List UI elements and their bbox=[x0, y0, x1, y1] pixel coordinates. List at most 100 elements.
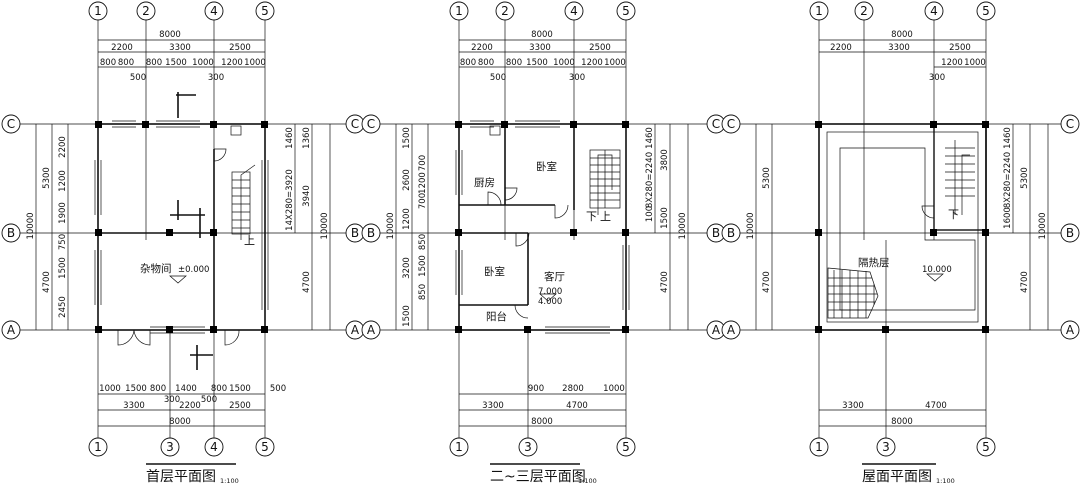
dimension-label: 800 bbox=[118, 58, 134, 68]
dimension-label: 1500 bbox=[125, 384, 147, 394]
room-label: 厨房 bbox=[474, 176, 495, 189]
axis-label: 5 bbox=[622, 440, 630, 454]
dimension-label: 2800 bbox=[562, 384, 584, 394]
axis-label: 1 bbox=[94, 4, 102, 18]
dimension-label: 5300 bbox=[1020, 167, 1030, 189]
dimension-label: 300 bbox=[929, 73, 945, 83]
stair-mark: 下 bbox=[586, 210, 597, 223]
dimension-label: 3300 bbox=[842, 401, 864, 411]
dimension-label: 4700 bbox=[1020, 271, 1030, 293]
dimension-label: 800 bbox=[506, 58, 522, 68]
axis-label: C bbox=[351, 117, 359, 131]
dimension-label: 8000 bbox=[531, 30, 553, 40]
dimension-label: 1500 bbox=[165, 58, 187, 68]
dimension-label: 700 bbox=[418, 193, 428, 209]
dimension-label: 800 bbox=[478, 58, 494, 68]
insulation-hatch bbox=[827, 267, 879, 319]
axis-label: 5 bbox=[261, 440, 269, 454]
dimension-label: 1000 bbox=[603, 384, 625, 394]
dimension-label: 1000 bbox=[964, 58, 986, 68]
dimension-label: 1500 bbox=[526, 58, 548, 68]
axis-label: A bbox=[1066, 323, 1075, 337]
plan-second-third-floor: 1 2 4 5 1 3 5 C B A C B A 8000 2200 3300… bbox=[361, 1, 726, 485]
dimension-label: 1000 bbox=[604, 58, 626, 68]
room-label: 隔热层 bbox=[858, 256, 890, 269]
dimension-label: 10000 bbox=[746, 212, 756, 239]
dimension-label: 1000 bbox=[553, 58, 575, 68]
dimension-label: 3300 bbox=[123, 401, 145, 411]
axis-label: B bbox=[712, 226, 720, 240]
dimension-label: 8000 bbox=[891, 30, 913, 40]
dimension-label: 3300 bbox=[482, 401, 504, 411]
dimension-label: 800 bbox=[146, 58, 162, 68]
dimension-label: 5300 bbox=[762, 167, 772, 189]
plan-scale: 1:100 bbox=[936, 477, 955, 485]
dimension-label: 1200 bbox=[581, 58, 603, 68]
dimension-label: 4700 bbox=[302, 271, 312, 293]
dimension-label: 900 bbox=[528, 384, 544, 394]
axis-label: B bbox=[1066, 226, 1074, 240]
stair-up-mark: 上 bbox=[244, 234, 255, 247]
dimension-label: 1460 bbox=[645, 127, 655, 149]
dimension-label: 10000 bbox=[320, 212, 330, 239]
dimension-label: 1900 bbox=[58, 202, 68, 224]
dimension-label: 2450 bbox=[58, 296, 68, 318]
axis-label: 4 bbox=[570, 4, 578, 18]
dimension-label: 3940 bbox=[302, 185, 312, 207]
dimension-label: 700 bbox=[418, 155, 428, 171]
axis-label: B bbox=[7, 226, 15, 240]
axis-label: B bbox=[727, 226, 735, 240]
room-label: 阳台 bbox=[486, 310, 507, 323]
axis-label: 1 bbox=[455, 440, 463, 454]
dimension-label: 1400 bbox=[175, 384, 197, 394]
dimension-label: 3200 bbox=[402, 257, 412, 279]
dimension-label: 2600 bbox=[402, 169, 412, 191]
dimension-label: 1500 bbox=[402, 305, 412, 327]
axis-label: 1 bbox=[455, 4, 463, 18]
axis-label: 1 bbox=[815, 440, 823, 454]
dimension-label: 850 bbox=[418, 284, 428, 300]
dimension-label: 850 bbox=[418, 234, 428, 250]
axis-label: A bbox=[727, 323, 736, 337]
dimension-label: 1500 bbox=[660, 207, 670, 229]
dimension-label: 2200 bbox=[471, 43, 493, 53]
room-label: 杂物间 bbox=[140, 262, 172, 275]
stair-note: 14X280=3920 bbox=[285, 169, 295, 231]
room-label: 卧室 bbox=[484, 265, 505, 278]
dimension-label: 3300 bbox=[529, 43, 551, 53]
axis-label: 2 bbox=[860, 4, 868, 18]
axis-label: A bbox=[7, 323, 16, 337]
dimension-label: 3800 bbox=[660, 149, 670, 171]
axis-label: 3 bbox=[882, 440, 890, 454]
dimension-label: 1500 bbox=[402, 127, 412, 149]
dimension-label: 4700 bbox=[925, 401, 947, 411]
axis-label: 4 bbox=[210, 440, 218, 454]
axis-label: 5 bbox=[982, 4, 990, 18]
dimension-label: 300 bbox=[569, 73, 585, 83]
dimension-label: 1200 bbox=[941, 58, 963, 68]
dimension-label: 1200 bbox=[418, 172, 428, 194]
stair-note: 8X280=2240 bbox=[1003, 152, 1013, 208]
plan-title: 首层平面图 bbox=[146, 469, 216, 485]
axis-label: 3 bbox=[524, 440, 532, 454]
dimension-label: 500 bbox=[270, 384, 286, 394]
axis-label: A bbox=[351, 323, 360, 337]
dimension-label: 2500 bbox=[229, 43, 251, 53]
dimension-label: 2500 bbox=[229, 401, 251, 411]
dimension-label: 4700 bbox=[566, 401, 588, 411]
dimension-label: 2200 bbox=[179, 401, 201, 411]
dimension-label: 4700 bbox=[42, 271, 52, 293]
dimension-label: 8000 bbox=[159, 30, 181, 40]
dimension-label: 100 bbox=[645, 206, 655, 222]
dimension-label: 800 bbox=[211, 384, 227, 394]
dimension-label: 1360 bbox=[302, 127, 312, 149]
dimension-label: 1200 bbox=[402, 208, 412, 230]
dimension-label: 800 bbox=[460, 58, 476, 68]
axis-label: 1 bbox=[94, 440, 102, 454]
dimension-label: 1500 bbox=[58, 257, 68, 279]
dimension-label: 1200 bbox=[58, 170, 68, 192]
dimension-label: 4700 bbox=[660, 271, 670, 293]
dimension-label: 750 bbox=[58, 234, 68, 250]
level-mark: 4.000 bbox=[538, 297, 562, 307]
